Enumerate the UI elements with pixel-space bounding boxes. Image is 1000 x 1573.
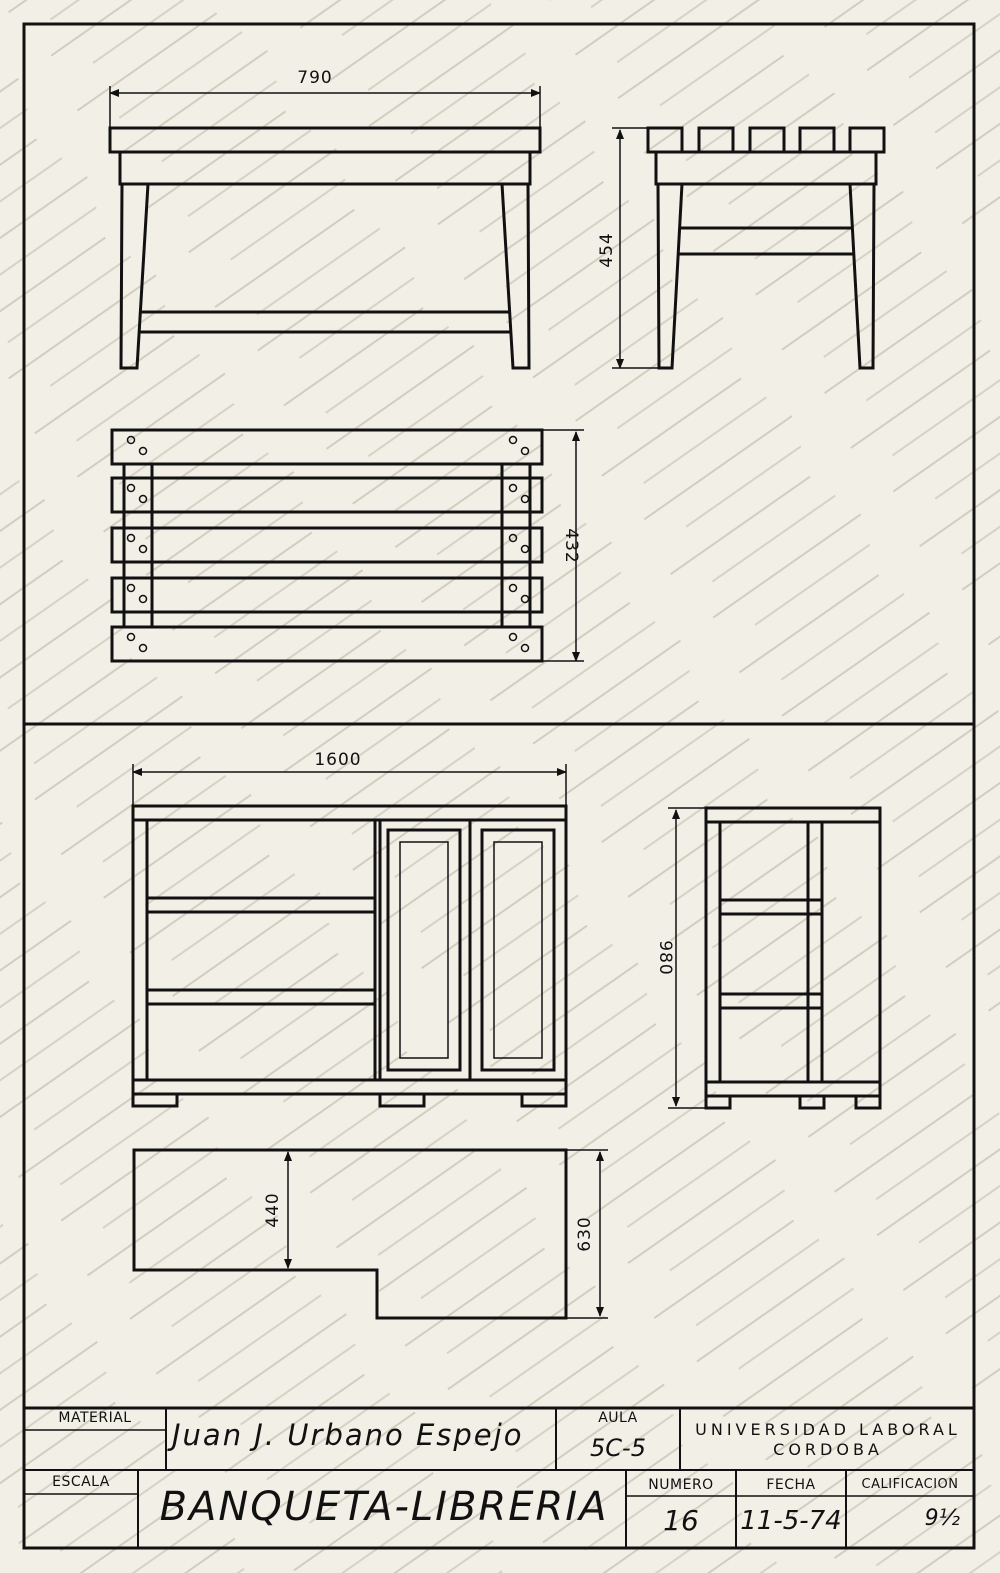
shelf-side-view [704,806,882,1110]
author-name: Juan J. Urbano Espejo [172,1418,524,1452]
dim-bench-height: 454 [597,232,617,267]
fecha-value: 11-5-74 [740,1506,842,1536]
school-name-line2: CORDOBA [773,1440,883,1459]
school-name-line1: UNIVERSIDAD LABORAL [695,1420,961,1439]
bench-side-view [646,126,886,370]
dim-bench-depth: 432 [561,528,581,563]
calificacion-label: CALIFICACION [861,1477,959,1492]
bench-front-view [108,126,542,370]
drawing-title: BANQUETA-LIBRERIA [159,1484,609,1530]
escala-label: ESCALA [52,1474,110,1490]
material-label: MATERIAL [58,1410,132,1426]
dim-shelf-height: 980 [655,940,675,975]
numero-value: 16 [663,1504,699,1537]
dim-shelf-depth-large: 630 [575,1216,595,1251]
dim-shelf-depth-small: 440 [263,1192,283,1227]
calificacion-value: 9½ [924,1506,960,1531]
bench-top-view [110,428,544,663]
dim-bench-width: 790 [297,68,332,88]
numero-label: NUMERO [648,1477,714,1493]
fecha-label: FECHA [766,1477,816,1493]
shelf-front-view [131,804,568,1108]
aula-value: 5C-5 [590,1434,646,1462]
dim-shelf-width: 1600 [314,750,361,770]
title-block-grid [22,1406,976,1550]
aula-label: AULA [598,1410,638,1426]
